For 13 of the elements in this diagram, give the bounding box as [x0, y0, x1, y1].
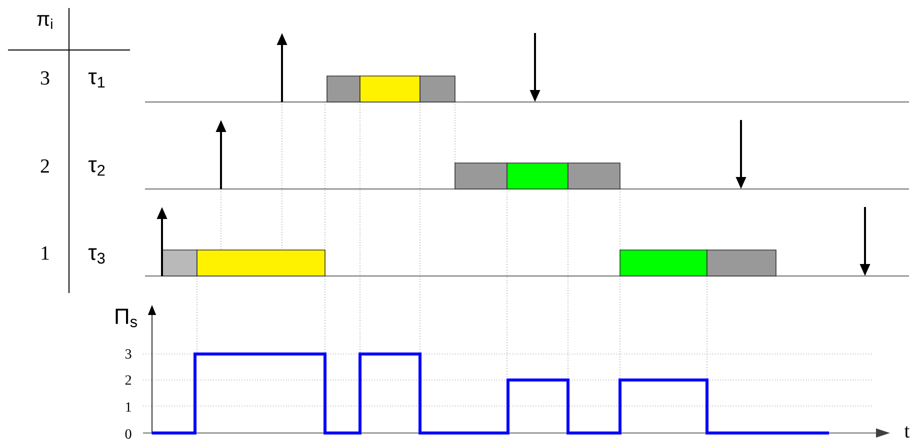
priority-number: 3 — [40, 71, 50, 85]
task-name: τ$_{3}$ — [88, 248, 105, 264]
tick-label: 2 — [125, 375, 132, 385]
task-name: τ$_{1}$ — [88, 72, 105, 88]
task-name: τ$_{2}$ — [88, 160, 105, 176]
tick-label: 1 — [126, 402, 131, 412]
tick-label: 0 — [125, 429, 132, 439]
priority-number: 1 — [42, 246, 49, 260]
axis-label: t — [904, 426, 910, 438]
tick-label: 3 — [125, 349, 132, 359]
priority-number: 2 — [40, 159, 49, 173]
column-heading: π$_{i}$ — [37, 15, 52, 29]
axis-label: Π$_{s}$ — [116, 308, 137, 328]
